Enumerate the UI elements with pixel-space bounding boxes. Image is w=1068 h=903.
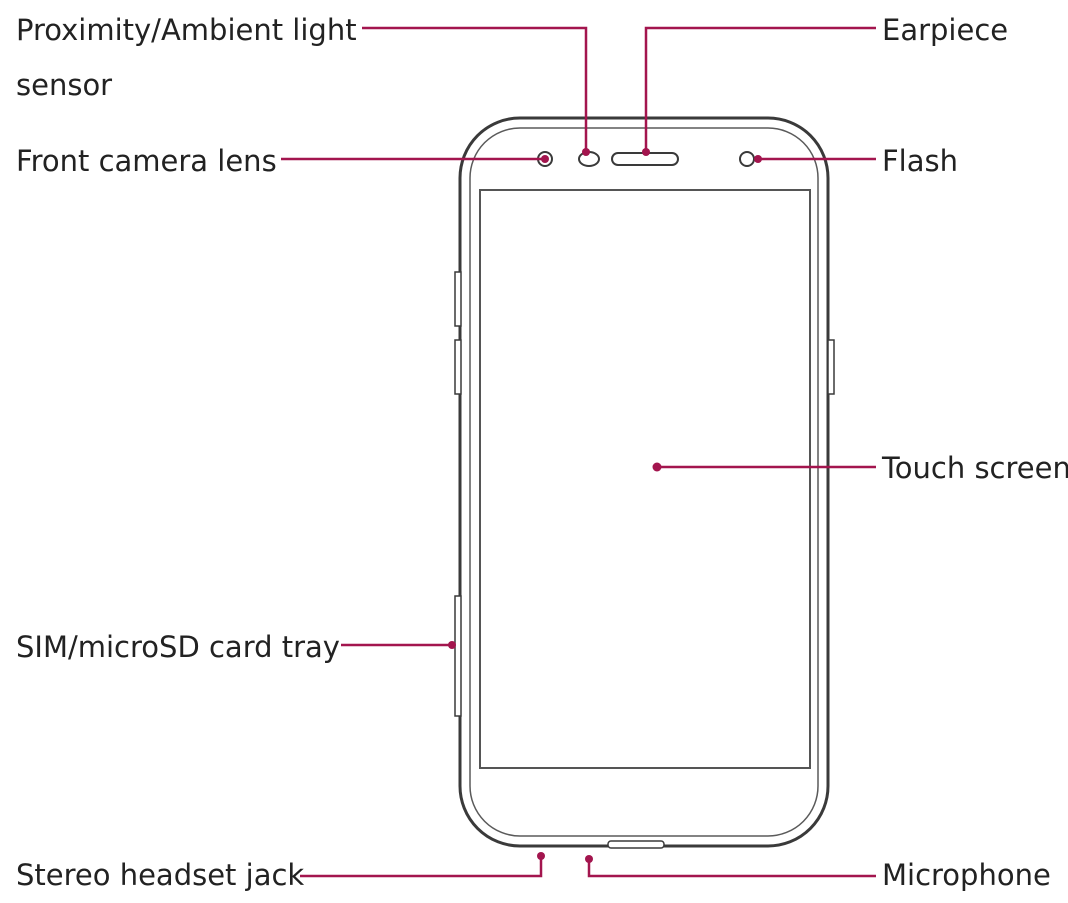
leader-earpiece xyxy=(644,26,876,152)
leader-proximity xyxy=(362,26,588,152)
leader-microphone xyxy=(587,859,876,878)
leader-dot-proximity xyxy=(582,148,590,156)
leader-headset-jack xyxy=(300,856,543,878)
label-sim-tray: SIM/microSD card tray xyxy=(16,630,340,664)
sim-tray-slot xyxy=(454,595,462,717)
phone-body-inner xyxy=(469,127,819,837)
bottom-port xyxy=(607,840,665,849)
label-microphone: Microphone xyxy=(882,858,1051,892)
label-headset-jack: Stereo headset jack xyxy=(16,858,305,892)
display-area xyxy=(479,189,811,769)
label-touch-screen: Touch screen xyxy=(882,451,1068,485)
flash-icon xyxy=(739,151,755,167)
leader-dot-headset-jack xyxy=(537,852,545,860)
label-earpiece: Earpiece xyxy=(882,13,1009,47)
leader-dot-microphone xyxy=(585,855,593,863)
label-flash: Flash xyxy=(882,144,958,178)
leader-dot-earpiece xyxy=(642,148,650,156)
leader-dot-front-camera xyxy=(541,155,549,163)
volume-down-key xyxy=(454,339,462,395)
label-proximity-sensor-line2: sensor xyxy=(16,68,113,102)
power-key xyxy=(827,339,835,395)
phone-body-outer xyxy=(458,116,830,848)
leader-dot-sim-tray xyxy=(448,641,456,649)
leader-dot-flash xyxy=(754,155,762,163)
volume-up-key xyxy=(454,271,462,327)
label-front-camera-lens: Front camera lens xyxy=(16,144,277,178)
leader-dot-touch-screen xyxy=(652,462,662,472)
label-proximity-sensor-line1: Proximity/Ambient light xyxy=(16,13,357,47)
